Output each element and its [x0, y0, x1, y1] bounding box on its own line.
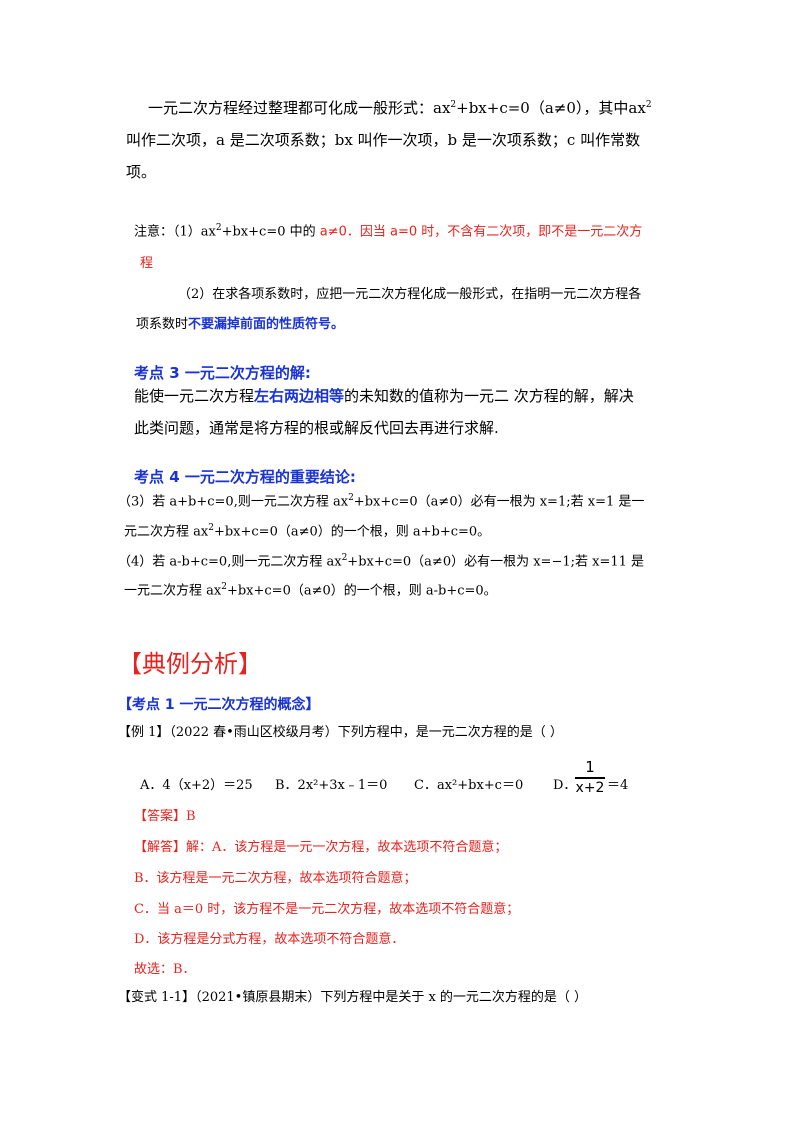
- answer: 【答案】B: [134, 809, 196, 824]
- k3-blue-text: 左右两边相等: [254, 387, 345, 405]
- conclusion-3-line-1: （3）若 a+b+c=0,则一元二次方程 ax2+bx+c=0（a≠0）必有一根…: [118, 493, 644, 510]
- fraction-denominator: x+2: [575, 780, 605, 796]
- note-text: +bx+c=0 中的: [221, 224, 320, 240]
- conclusion-text: 一元二次方程 ax: [124, 583, 222, 599]
- option-d-label: D．: [553, 778, 577, 793]
- analysis-line-4: D．该方程是分式方程，故本选项不符合题意．: [134, 932, 405, 947]
- option-b: B．2x²+3x﹣1＝0: [275, 778, 388, 793]
- kaodian-3-line-1: 能使一元二次方程左右两边相等的未知数的值称为一元二 次方程的解，解决: [134, 387, 634, 405]
- kaodian-3-line-2: 此类问题，通常是将方程的根或解反代回去再进行求解.: [134, 419, 499, 437]
- analysis-line-1: 【解答】解：A．该方程是一元一次方程，故本选项不符合题意；: [134, 840, 508, 855]
- note-line-2: 程: [140, 256, 154, 271]
- superscript: 2: [450, 100, 457, 110]
- kaodian-1-heading: 【考点 1 一元二次方程的概念】: [118, 697, 320, 713]
- definition-text: 一元二次方程经过整理都可化成一般形式：ax: [148, 99, 451, 117]
- superscript: 2: [348, 493, 354, 503]
- fraction-numerator: 1: [585, 758, 595, 776]
- conclusion-text: +bx+c=0（a≠0）必有一根为 x=1;若 x=1 是一: [353, 494, 645, 510]
- conclusion-text: +bx+c=0（a≠0）必有一根为 x=−1;若 x=11 是: [347, 554, 645, 570]
- superscript: 2: [215, 223, 222, 233]
- variant-1-1-question: 【变式 1-1】（2021•镇原县期末）下列方程中是关于 x 的一元二次方程的是…: [118, 990, 588, 1005]
- definition-line-1: 一元二次方程经过整理都可化成一般形式：ax2+bx+c=0（a≠0），其中ax2: [148, 99, 652, 117]
- kaodian-4-title: 考点 4 一元二次方程的重要结论:: [134, 468, 356, 486]
- option-d-fraction: 1 x+2: [575, 758, 605, 796]
- option-c: C．ax²+bx+c＝0: [414, 778, 524, 793]
- conclusion-4-line-1: （4）若 a-b+c=0,则一元二次方程 ax2+bx+c=0（a≠0）必有一根…: [118, 553, 644, 570]
- conclusion-text: （3）若 a+b+c=0,则一元二次方程 ax: [118, 494, 349, 510]
- choose-answer: 故选：B．: [134, 962, 196, 977]
- conclusion-4-line-2: 一元二次方程 ax2+bx+c=0（a≠0）的一个根，则 a-b+c=0。: [124, 582, 497, 599]
- note-line-3: （2）在求各项系数时，应把一元二次方程化成一般形式，在指明一元二次方程各: [178, 287, 642, 302]
- k3-text: 能使一元二次方程: [134, 387, 255, 405]
- definition-text: +bx+c=0（a≠0），其中ax: [456, 99, 646, 117]
- note-blue-text: 不要漏掉前面的性质符号。: [188, 317, 345, 332]
- kaodian-3-title: 考点 3 一元二次方程的解:: [134, 364, 311, 382]
- note-line-1: 注意：（1）ax2+bx+c=0 中的 a≠0．因当 a=0 时，不含有二次项，…: [134, 223, 642, 240]
- superscript: 2: [221, 582, 227, 592]
- superscript: 2: [645, 100, 652, 110]
- option-d-rhs: ＝4: [607, 778, 629, 793]
- note-line-4: 项系数时不要漏掉前面的性质符号。: [136, 317, 344, 333]
- note-red-text: a≠0．因当 a=0 时，不含有二次项，即不是一元二次方: [319, 224, 643, 240]
- analysis-line-3: C．当 a＝0 时，该方程不是一元二次方程，故本选项不符合题意；: [134, 902, 520, 917]
- definition-line-3: 项。: [126, 163, 157, 181]
- conclusion-text: 元二次方程 ax: [124, 524, 209, 540]
- conclusion-text: （4）若 a-b+c=0,则一元二次方程 ax: [118, 554, 342, 570]
- k3-text: 的未知数的值称为一元二 次方程的解，解决: [344, 387, 634, 405]
- note-label: 注意：（1）ax: [134, 224, 216, 240]
- superscript: 2: [341, 553, 348, 563]
- definition-line-2: 叫作二次项，a 是二次项系数；bx 叫作一次项，b 是一次项系数；c 叫作常数: [126, 131, 641, 149]
- conclusion-text: +bx+c=0（a≠0）的一个根，则 a-b+c=0。: [226, 583, 497, 599]
- conclusion-text: +bx+c=0（a≠0）的一个根，则 a+b+c=0。: [213, 524, 491, 540]
- conclusion-3-line-2: 元二次方程 ax2+bx+c=0（a≠0）的一个根，则 a+b+c=0。: [124, 523, 490, 540]
- section-title: 【典例分析】: [118, 650, 262, 678]
- superscript: 2: [208, 523, 214, 533]
- analysis-line-2: B．该方程是一元二次方程，故本选项符合题意；: [134, 871, 417, 886]
- fraction-bar: [575, 777, 605, 779]
- note-text: 项系数时: [136, 317, 189, 332]
- example-1-question: 【例 1】（2022 春•雨山区校级月考）下列方程中，是一元二次方程的是（ ）: [118, 725, 563, 740]
- option-a: A．4（x+2）＝25: [140, 778, 253, 793]
